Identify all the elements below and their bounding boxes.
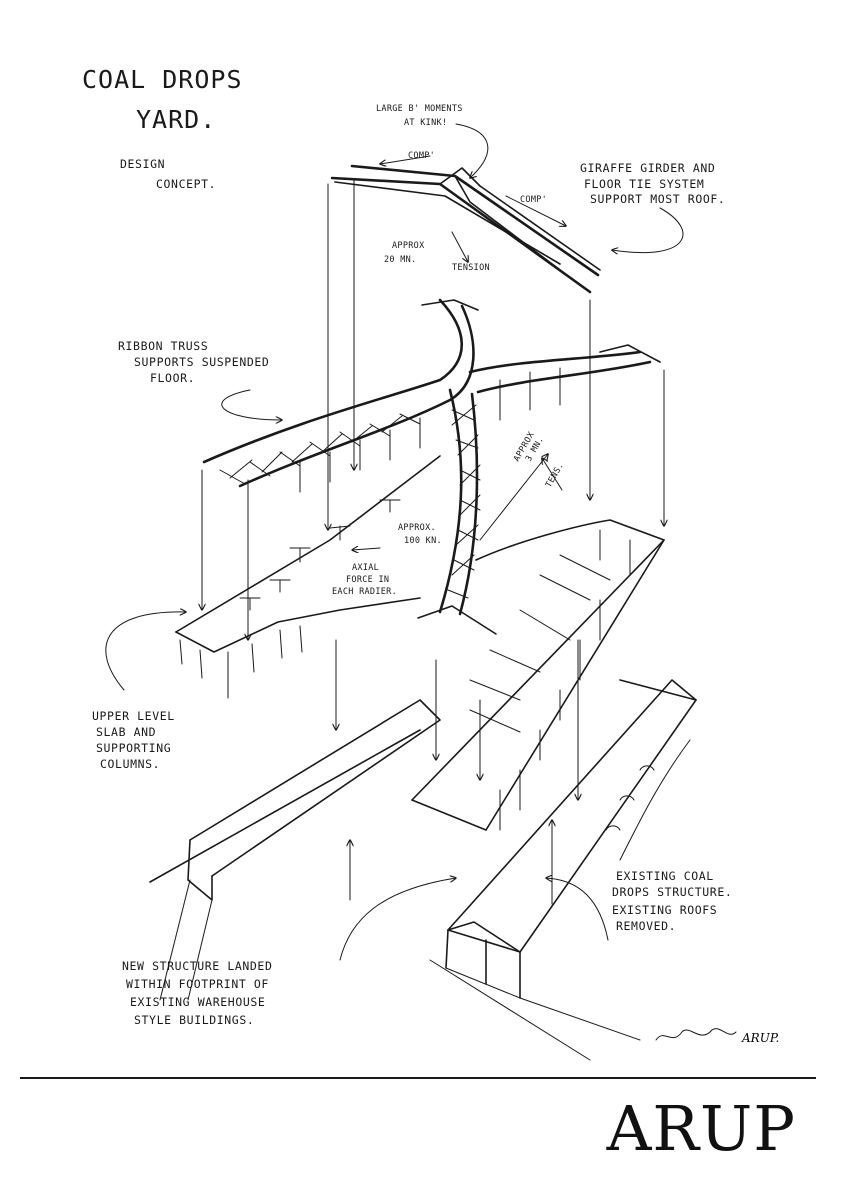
signature-scribble: [655, 1028, 737, 1041]
load-arrows: [202, 179, 664, 905]
note-existing-2: DROPS STRUCTURE.: [612, 885, 732, 899]
leader-lines: [105, 123, 684, 961]
note-existing-4: REMOVED.: [616, 919, 676, 933]
note-moments-1: LARGE B' MOMENTS: [376, 104, 463, 114]
note-new-structure-1: NEW STRUCTURE LANDED: [122, 959, 272, 973]
note-tens: TENS.: [544, 461, 566, 489]
note-approx-20-2: 20 MN.: [384, 255, 417, 265]
note-new-structure-4: STYLE BUILDINGS.: [134, 1013, 254, 1027]
note-ribbon-2: SUPPORTS SUSPENDED: [134, 355, 269, 369]
note-ribbon-1: RIBBON TRUSS: [118, 339, 208, 353]
note-upper-level-1: UPPER LEVEL: [92, 709, 175, 723]
note-tension: TENSION: [452, 263, 490, 273]
ribbon-truss: [202, 298, 479, 493]
note-approx-20-1: APPROX: [392, 241, 425, 251]
note-comp-left: COMP': [408, 151, 435, 161]
note-giraffe-2: FLOOR TIE SYSTEM: [584, 177, 704, 191]
note-giraffe-1: GIRAFFE GIRDER AND: [580, 161, 715, 175]
upper-level-slab-right: [411, 519, 665, 831]
note-upper-level-2: SLAB AND: [96, 725, 156, 739]
arup-logo: ARUP: [606, 1092, 796, 1165]
title-line-2: YARD.: [136, 105, 216, 134]
note-upper-level-4: COLUMNS.: [100, 757, 160, 771]
note-moments-2: AT KINK!: [404, 118, 447, 128]
note-axial-3: EACH RADIER.: [332, 587, 397, 597]
note-axial-2: FORCE IN: [346, 575, 389, 585]
existing-warehouse-left: [149, 699, 441, 1001]
note-giraffe-3: SUPPORT MOST ROOF.: [590, 192, 725, 206]
existing-coal-drops: [429, 679, 697, 1061]
subtitle-line-1: DESIGN: [120, 157, 165, 171]
signature: ARUP.: [655, 1028, 779, 1045]
ribbon-truss-right: [468, 344, 661, 421]
note-comp-right: COMP': [520, 195, 547, 205]
title-block: COAL DROPS YARD. DESIGN CONCEPT.: [82, 65, 243, 191]
note-approx-100kn-2: 100 KN.: [404, 536, 442, 546]
signature-text: ARUP.: [741, 1031, 779, 1045]
title-line-1: COAL DROPS: [82, 65, 243, 94]
note-new-structure-2: WITHIN FOOTPRINT OF: [126, 977, 269, 991]
note-ribbon-3: FLOOR.: [150, 371, 195, 385]
upper-level-slab: [175, 455, 441, 699]
footer-rule: [20, 1077, 816, 1079]
note-existing-1: EXISTING COAL: [616, 869, 714, 883]
note-approx-100kn-1: APPROX.: [398, 523, 436, 533]
giraffe-girder: [330, 164, 601, 294]
note-upper-level-3: SUPPORTING: [96, 741, 171, 755]
subtitle-line-2: CONCEPT.: [156, 177, 216, 191]
concept-sketch: COAL DROPS YARD. DESIGN CONCEPT.: [82, 65, 779, 1061]
note-axial-1: AXIAL: [352, 563, 379, 573]
central-lattice-column: [417, 388, 497, 635]
note-existing-3: EXISTING ROOFS: [612, 903, 717, 917]
note-new-structure-3: EXISTING WAREHOUSE: [130, 995, 265, 1009]
